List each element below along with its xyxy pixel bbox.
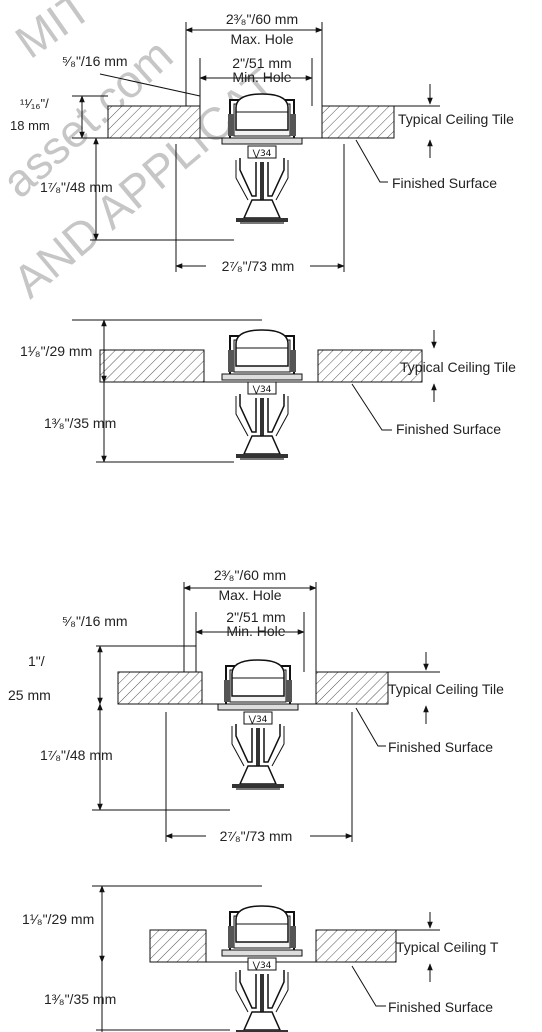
ceiling-tile-right [321, 105, 395, 139]
ceiling-tile-right [317, 349, 423, 383]
tile-thickness-line-2: 18 mm [10, 118, 50, 133]
max-hole-label: 2³⁄₈"/60 mm [226, 11, 298, 27]
ceiling-tile-left [107, 105, 201, 139]
tile-thickness-line-1: ¹¹⁄₁₆"/ [20, 96, 49, 111]
min-hole-label: 2"/51 mm [232, 55, 291, 71]
ceiling-tile-left [117, 671, 203, 705]
max-hole-caption: Max. Hole [218, 587, 281, 603]
recess-label: ⁵⁄₈"/16 mm [62, 53, 128, 69]
tile-thickness-line-1: 1"/ [28, 653, 45, 669]
max-hole-label: 2³⁄₈"/60 mm [214, 567, 286, 583]
ceiling-tile-right [315, 671, 389, 705]
width-label: 2⁷⁄₈"/73 mm [220, 828, 293, 844]
depth-label: 1⁷⁄₈"/48 mm [40, 747, 113, 763]
width-label: 2⁷⁄₈"/73 mm [222, 258, 295, 274]
height-label: 1¹⁄₈"/29 mm [22, 911, 94, 927]
surface-label: Finished Surface [388, 739, 493, 755]
tile-thickness-line-2: 25 mm [8, 687, 51, 703]
height-label: 1¹⁄₈"/29 mm [20, 343, 92, 359]
ceiling-label: Typical Ceiling T [396, 939, 499, 955]
surface-label: Finished Surface [392, 175, 497, 191]
view-2-recessed-min-tile: 1¹⁄₈"/29 mm 1³⁄₈"/35 mm Typical Ceiling … [20, 319, 516, 463]
view-4-recessed-min-tile: 1¹⁄₈"/29 mm 1³⁄₈"/35 mm Typical Ceiling … [22, 885, 499, 1032]
ceiling-tile-right [315, 929, 397, 963]
ceiling-label: Typical Ceiling Tile [398, 111, 514, 127]
surface-label: Finished Surface [396, 421, 501, 437]
view-1-recessed-max-tile: 2³⁄₈"/60 mm Max. Hole 2"/51 mm Min. Hole… [10, 11, 514, 274]
depth-label: 1⁷⁄₈"/48 mm [40, 179, 113, 195]
ceiling-tile-left [99, 349, 205, 383]
surface-label: Finished Surface [388, 999, 493, 1015]
depth-label: 1³⁄₈"/35 mm [44, 415, 116, 431]
min-hole-label: 2"/51 mm [226, 609, 285, 625]
min-hole-caption: Min. Hole [226, 623, 285, 639]
min-hole-caption: Min. Hole [232, 69, 291, 85]
recess-label: ⁵⁄₈"/16 mm [62, 613, 128, 629]
view-3-recessed-max-tile: 2³⁄₈"/60 mm Max. Hole 2"/51 mm Min. Hole… [8, 567, 504, 844]
ceiling-tile-left [149, 929, 207, 963]
ceiling-label: Typical Ceiling Tile [400, 359, 516, 375]
max-hole-caption: Max. Hole [230, 31, 293, 47]
ceiling-label: Typical Ceiling Tile [388, 681, 504, 697]
depth-label: 1³⁄₈"/35 mm [44, 991, 116, 1007]
